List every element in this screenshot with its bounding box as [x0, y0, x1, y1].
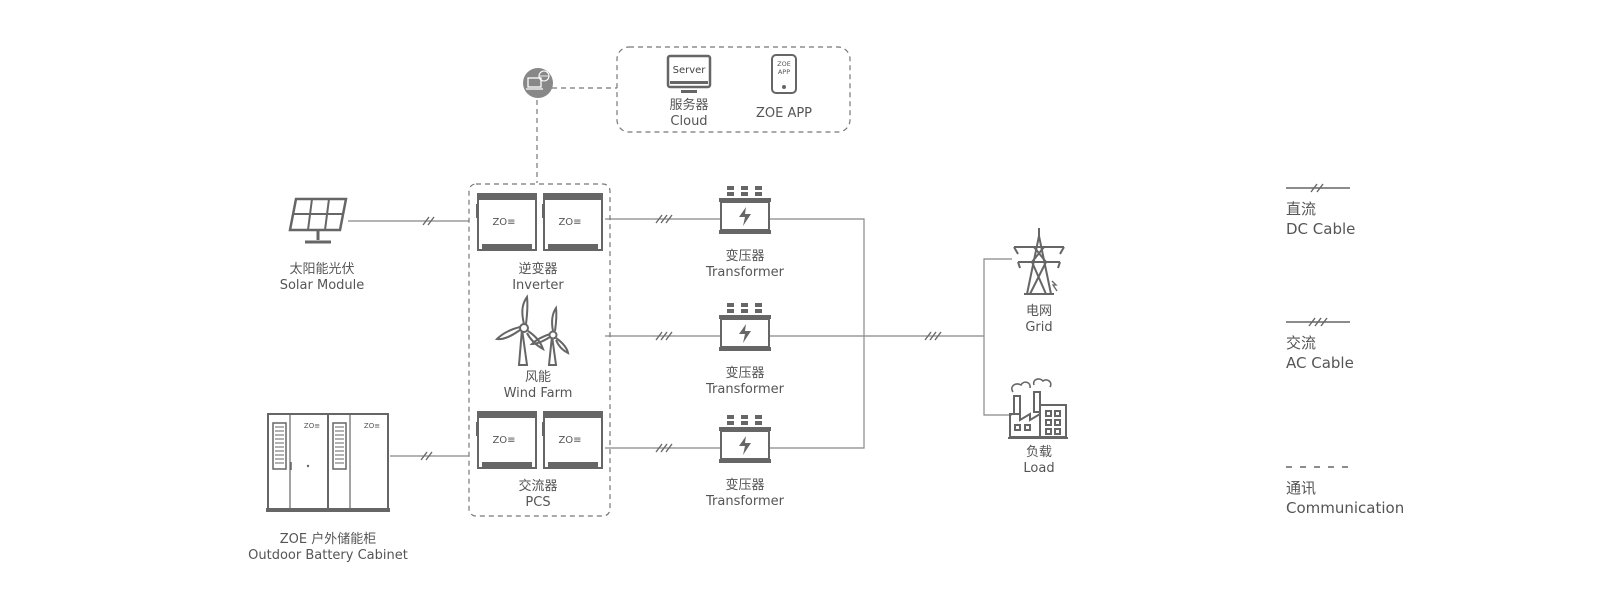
load-label: 负载 Load [1009, 445, 1069, 477]
grid-label-en: Grid [1025, 320, 1053, 335]
pcs-brand-2: ZO≡ [558, 435, 581, 446]
battery-label: ZOE 户外储能柜 Outdoor Battery Cabinet [240, 532, 416, 564]
legend-dc-zh: 直流 [1286, 200, 1317, 218]
wind-label: 风能 Wind Farm [490, 370, 586, 402]
transformer-icon-1 [718, 185, 772, 235]
inverter-unit-1: ZO≡ [475, 193, 537, 251]
transformer-label-2-en: Transformer [705, 382, 784, 397]
transformer-label-3-en: Transformer [705, 494, 784, 509]
legend-ac-zh: 交流 [1286, 334, 1317, 352]
legend-symbols [1286, 183, 1350, 468]
gateway-icon [523, 68, 553, 98]
grid-label: 电网 Grid [1009, 304, 1069, 336]
wind-label-zh: 风能 [524, 370, 551, 385]
battery-brand-1: ZO≡ [304, 422, 320, 430]
solar-panel-icon [288, 197, 348, 244]
server-screen-text: Server [673, 65, 707, 76]
phone-icon: ZOE APP [771, 54, 797, 94]
pcs-label: 交流器 PCS [490, 479, 586, 511]
server-label-en: Cloud [670, 114, 708, 129]
grid-load-line [983, 258, 1012, 416]
svg-text:APP: APP [778, 68, 790, 76]
pcs-brand-1: ZO≡ [492, 435, 515, 446]
pcs-label-zh: 交流器 [518, 479, 558, 494]
server-label: 服务器 Cloud [649, 98, 729, 130]
app-label: ZOE APP [744, 106, 824, 122]
server-icon: Server [666, 54, 712, 93]
legend-ac-en: AC Cable [1286, 354, 1354, 372]
load-label-en: Load [1023, 461, 1055, 476]
transformer-icon-3 [718, 414, 772, 464]
svg-text:ZOE: ZOE [777, 60, 791, 68]
transformer-label-1-en: Transformer [705, 265, 784, 280]
battery-cabinet-icon: ZO≡ ZO≡ [266, 413, 390, 512]
transformer-label-1: 变压器 Transformer [697, 249, 793, 281]
pcs-label-en: PCS [525, 495, 551, 510]
connection-lines [348, 218, 1012, 457]
pcs-unit-1: ZO≡ [475, 411, 537, 469]
solar-label: 太阳能光伏 Solar Module [268, 262, 376, 294]
transformer-label-2-zh: 变压器 [725, 366, 765, 381]
power-tower-icon [1013, 228, 1065, 295]
battery-label-zh: ZOE 户外储能柜 [279, 532, 377, 547]
communication-lines [468, 46, 851, 517]
legend-comm-en: Communication [1286, 499, 1405, 517]
app-label-text: ZOE APP [755, 106, 813, 121]
solar-label-zh: 太阳能光伏 [289, 262, 355, 277]
inverter-label-en: Inverter [512, 278, 564, 293]
legend-comm-zh: 通讯 [1286, 479, 1317, 497]
inverter-unit-2: ZO≡ [541, 193, 603, 251]
server-label-zh: 服务器 [669, 98, 709, 113]
inverter-brand-2: ZO≡ [558, 217, 581, 228]
transformer-label-3-zh: 变压器 [725, 478, 765, 493]
device-group-box [468, 183, 611, 517]
transformer-icon-2 [718, 302, 772, 352]
transformer-label-3: 变压器 Transformer [697, 478, 793, 510]
pcs-unit-2: ZO≡ [541, 411, 603, 469]
inverter-label: 逆变器 Inverter [490, 262, 586, 294]
legend-dc-en: DC Cable [1286, 220, 1356, 238]
grid-label-zh: 电网 [1025, 304, 1052, 319]
load-label-zh: 负载 [1025, 445, 1052, 460]
wind-turbine-icon [494, 294, 570, 366]
cable-ticks [420, 214, 942, 461]
wind-label-en: Wind Farm [503, 386, 573, 401]
transformer-bus-line [770, 218, 865, 449]
legend-comm: 通讯 Communication [1286, 478, 1404, 518]
transformer-label-1-zh: 变压器 [725, 249, 765, 264]
inverter-brand-1: ZO≡ [492, 217, 515, 228]
factory-icon [1008, 378, 1068, 439]
solar-label-en: Solar Module [279, 278, 365, 293]
battery-brand-2: ZO≡ [364, 422, 380, 430]
legend-ac: 交流 AC Cable [1286, 333, 1354, 373]
inverter-label-zh: 逆变器 [518, 262, 558, 277]
transformer-label-2: 变压器 Transformer [697, 366, 793, 398]
legend-dc: 直流 DC Cable [1286, 199, 1355, 239]
battery-label-en: Outdoor Battery Cabinet [248, 548, 408, 563]
